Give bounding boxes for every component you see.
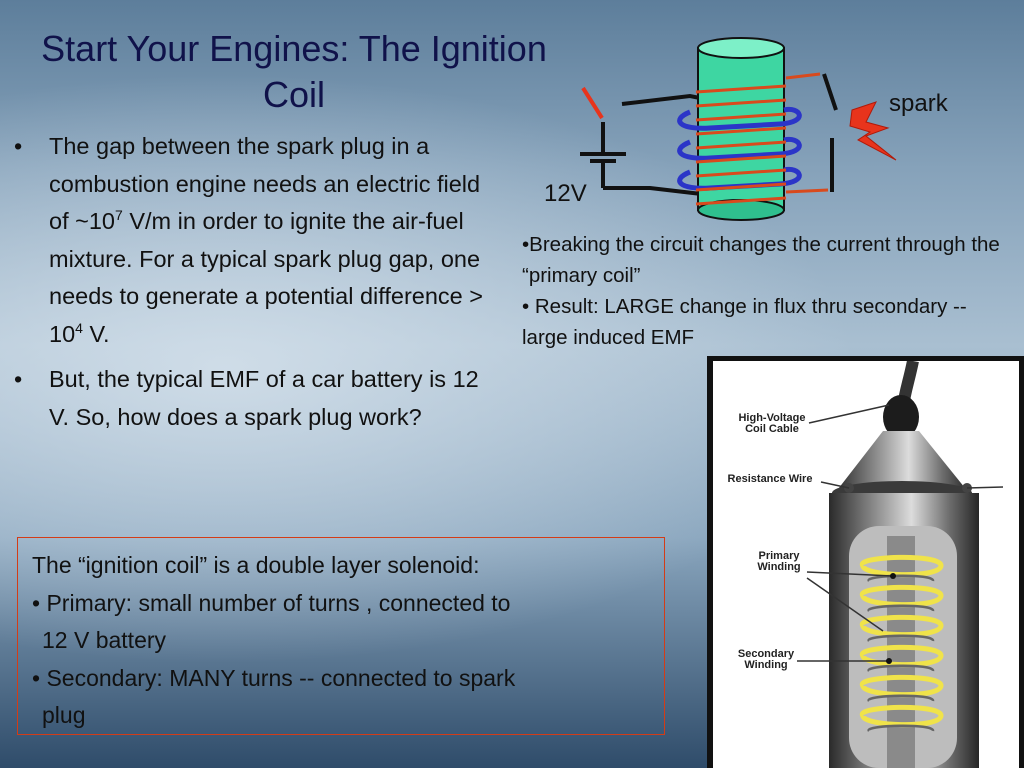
bullet-spark-gap: The gap between the spark plug in a comb… <box>12 128 502 353</box>
secondary-winding <box>695 72 829 206</box>
ignition-coil-box: The “ignition coil” is a double layer so… <box>17 537 665 735</box>
box-item-primary: • Primary: small number of turns , conne… <box>32 589 511 616</box>
main-bullets: The gap between the spark plug in a comb… <box>12 128 502 444</box>
note-breaking-circuit: •Breaking the circuit changes the curren… <box>522 233 1000 287</box>
coil-circuit-diagram <box>580 37 897 221</box>
label-secondary-winding: Secondary Winding <box>737 648 795 671</box>
note-result: • Result: LARGE change in flux thru seco… <box>522 295 967 349</box>
spark-gap <box>822 73 838 192</box>
battery-icon <box>580 86 711 197</box>
coil-cutaway-graphic <box>797 361 1004 768</box>
label-hv-cable: High-Voltage Coil Cable <box>738 412 806 435</box>
spark-label: spark <box>889 90 948 117</box>
battery-label: 12V <box>544 180 587 207</box>
box-heading: The “ignition coil” is a double layer so… <box>32 552 480 578</box>
spark-icon <box>849 101 897 161</box>
box-item-primary-cont: 12 V battery <box>42 627 167 653</box>
box-item-secondary-cont: plug <box>42 702 86 728</box>
box-item-secondary: • Secondary: MANY turns -- connected to … <box>32 664 516 691</box>
label-resistance-wire: Resistance Wire <box>727 473 813 485</box>
ignition-coil-illustration: High-Voltage Coil Cable Resistance Wire … <box>707 356 1024 768</box>
bullet-battery-emf: But, the typical EMF of a car battery is… <box>12 361 502 436</box>
label-primary-winding: Primary Winding <box>757 550 801 573</box>
circuit-notes: •Breaking the circuit changes the curren… <box>522 229 1002 353</box>
slide-title: Start Your Engines: The Ignition Coil <box>41 28 547 115</box>
